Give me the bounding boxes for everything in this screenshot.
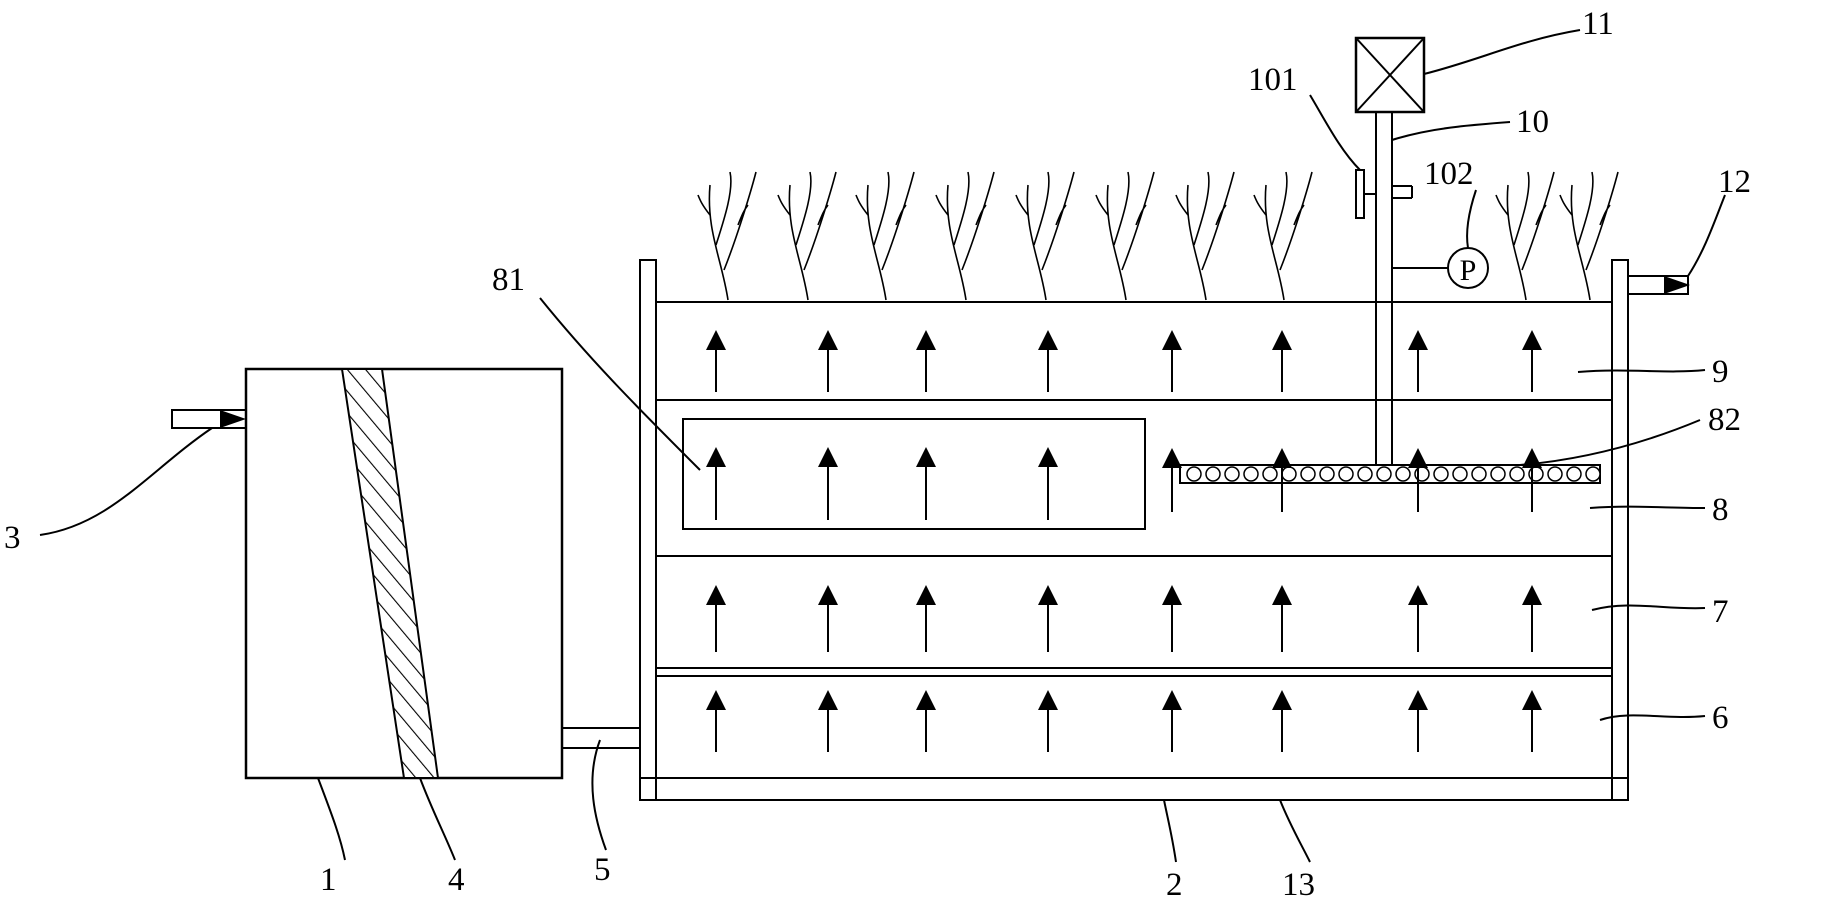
outlet-pipe [1627, 275, 1690, 295]
flow-arrow [706, 447, 726, 520]
plant [777, 171, 837, 301]
filter-block [682, 418, 1146, 530]
flow-arrow [1408, 448, 1428, 512]
label-11: 11 [1582, 6, 1614, 42]
flow-arrow [916, 447, 936, 520]
flow-arrow [1162, 330, 1182, 392]
plant [855, 171, 915, 301]
flow-arrow [1272, 448, 1292, 512]
wetland-plants [697, 171, 1619, 301]
planting-layer [655, 301, 1613, 401]
flow-arrow [1038, 690, 1058, 752]
flow-arrow [706, 690, 726, 752]
plant [1015, 171, 1075, 301]
label-101: 101 [1248, 62, 1298, 98]
flow-arrow [706, 330, 726, 392]
aeration-layer [655, 399, 1613, 557]
plant [1495, 171, 1555, 301]
inlet-pipe [171, 409, 247, 429]
flow-arrow [818, 585, 838, 652]
plant [1175, 171, 1235, 301]
flow-arrow [1272, 585, 1292, 652]
flow-arrow [1408, 330, 1428, 392]
flow-arrow [1522, 330, 1542, 392]
flow-arrow [1408, 690, 1428, 752]
flow-arrow [1522, 690, 1542, 752]
flow-arrow [1162, 448, 1182, 512]
label-82: 82 [1708, 402, 1741, 438]
label-2: 2 [1166, 867, 1183, 903]
gravel-layer [655, 667, 1613, 779]
flow-arrow [1038, 330, 1058, 392]
wetland-tank [639, 259, 1629, 801]
label-13: 13 [1282, 867, 1315, 903]
label-4: 4 [448, 862, 465, 898]
flow-arrow [916, 585, 936, 652]
flow-arrow [818, 690, 838, 752]
flow-arrow [916, 330, 936, 392]
plant [1253, 171, 1313, 301]
flow-arrow [916, 690, 936, 752]
plant [1095, 171, 1155, 301]
flow-arrow [1038, 585, 1058, 652]
label-1: 1 [320, 862, 337, 898]
pressure-gauge: P [1447, 247, 1489, 289]
blower-box [1354, 36, 1426, 114]
label-8: 8 [1712, 492, 1729, 528]
leader-lines [39, 29, 1726, 863]
flow-arrows [706, 330, 1542, 752]
flow-arrow [818, 330, 838, 392]
label-9: 9 [1712, 354, 1729, 390]
label-7: 7 [1712, 594, 1729, 630]
label-3: 3 [4, 520, 21, 556]
flow-arrow [1272, 330, 1292, 392]
medium-layer [655, 555, 1613, 669]
label-10: 10 [1516, 104, 1549, 140]
plant [1559, 171, 1619, 301]
plant [697, 171, 757, 301]
label-102: 102 [1424, 156, 1474, 192]
flow-arrow [706, 585, 726, 652]
label-6: 6 [1712, 700, 1729, 736]
label-5: 5 [594, 852, 611, 888]
flow-arrow [1272, 690, 1292, 752]
flow-arrow [1162, 585, 1182, 652]
label-81: 81 [492, 262, 525, 298]
connecting-pipe [562, 727, 640, 749]
flow-arrow [1522, 585, 1542, 652]
flow-arrow [818, 447, 838, 520]
plant [935, 171, 995, 301]
pretreatment-tank [244, 367, 564, 780]
flow-arrow [1038, 447, 1058, 520]
flow-arrow [1162, 690, 1182, 752]
label-12: 12 [1718, 164, 1751, 200]
flow-arrow [1408, 585, 1428, 652]
pressure-gauge-label: P [1460, 254, 1477, 287]
